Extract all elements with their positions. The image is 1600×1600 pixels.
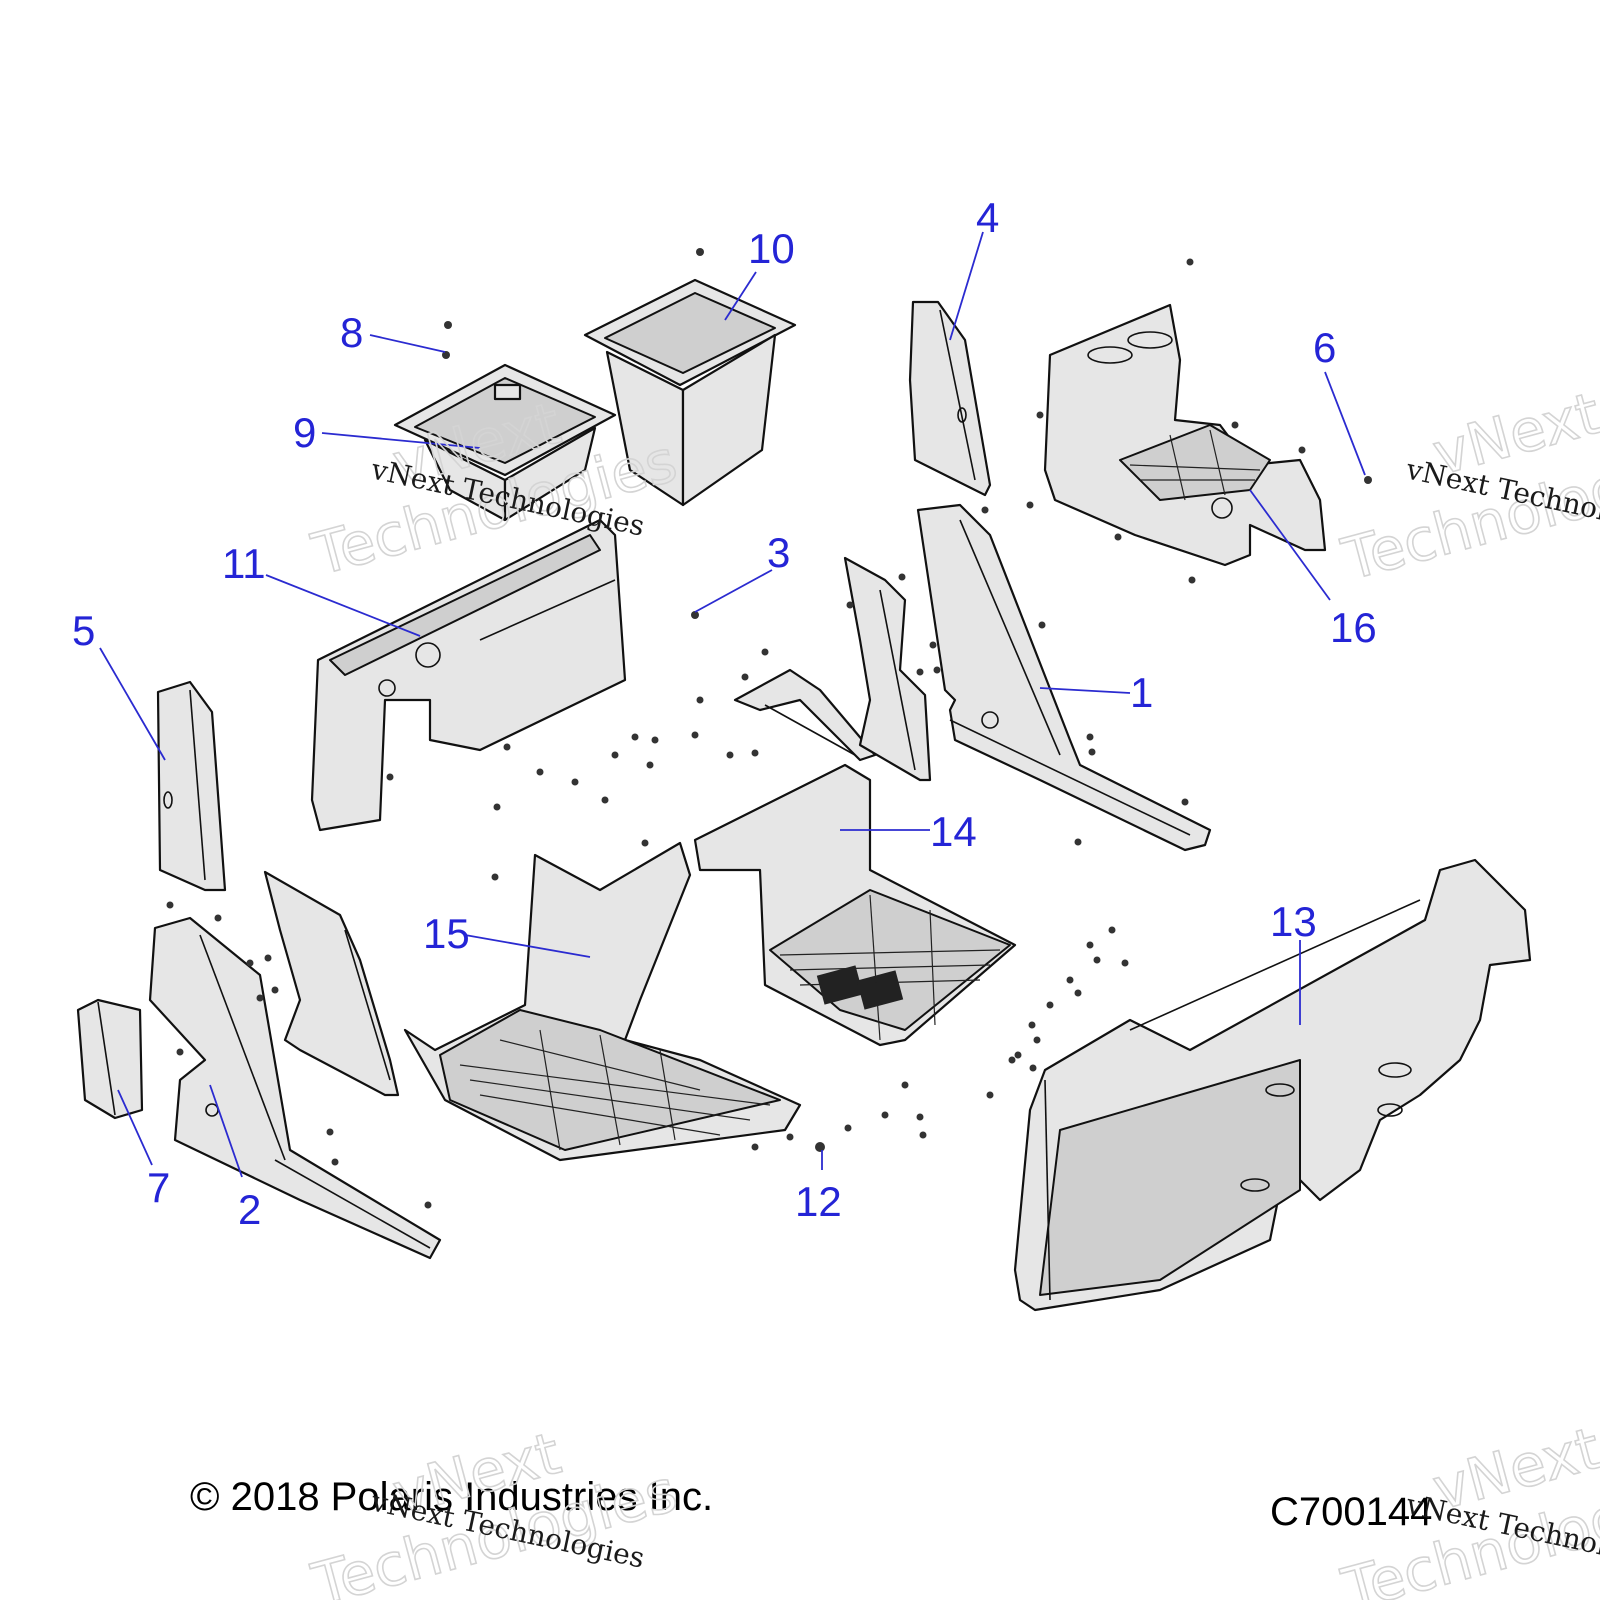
part-10-storage-bin (583, 248, 797, 507)
part-14-center-floor (693, 763, 1017, 1047)
leader-lines (99, 231, 1366, 1178)
callout-4: 4 (976, 194, 999, 241)
callout-3: 3 (767, 529, 790, 576)
callout-14: 14 (930, 808, 977, 855)
callout-6: 6 (1313, 324, 1336, 371)
watermark-upper-right: vNext Technologies vNext Technologies (1334, 378, 1600, 594)
callout-1: 1 (1130, 669, 1153, 716)
part-1-right-sill (916, 503, 1212, 852)
callout-7: 7 (147, 1164, 170, 1211)
copyright-text: © 2018 Polaris Industries Inc. (190, 1475, 713, 1519)
callout-5: 5 (72, 607, 95, 654)
part-16-console (1043, 303, 1327, 567)
callout-12: 12 (795, 1178, 842, 1225)
part-11-rear-panel (310, 518, 627, 832)
part-left-mid-panel (263, 870, 400, 1097)
bolt-3 (691, 611, 699, 619)
callout-labels: 1 2 3 4 5 6 7 8 9 10 11 12 13 14 15 16 (72, 194, 1377, 1233)
part-9-lidded-box (393, 363, 617, 522)
bolt-8a (444, 321, 452, 329)
callout-16: 16 (1330, 604, 1377, 651)
callout-8: 8 (340, 309, 363, 356)
part-right-mid-panel (843, 556, 932, 782)
bolt-6 (1364, 476, 1372, 484)
part-15-front-floor (403, 841, 802, 1162)
part-center-frame (733, 668, 877, 762)
part-5-left-trim (156, 680, 227, 892)
bolt-8b (442, 351, 450, 359)
callout-15: 15 (423, 910, 470, 957)
part-7-pad (76, 998, 144, 1120)
callout-10: 10 (748, 225, 795, 272)
part-4-right-trim (908, 300, 992, 497)
callout-13: 13 (1270, 898, 1317, 945)
callout-11: 11 (222, 540, 266, 587)
diagram-code: C700144 (1270, 1490, 1432, 1534)
fasteners (166, 258, 1306, 1209)
part-13-bulkhead (1013, 858, 1532, 1312)
bolt-12 (815, 1142, 825, 1152)
callout-9: 9 (293, 409, 316, 456)
callout-2: 2 (238, 1186, 261, 1233)
